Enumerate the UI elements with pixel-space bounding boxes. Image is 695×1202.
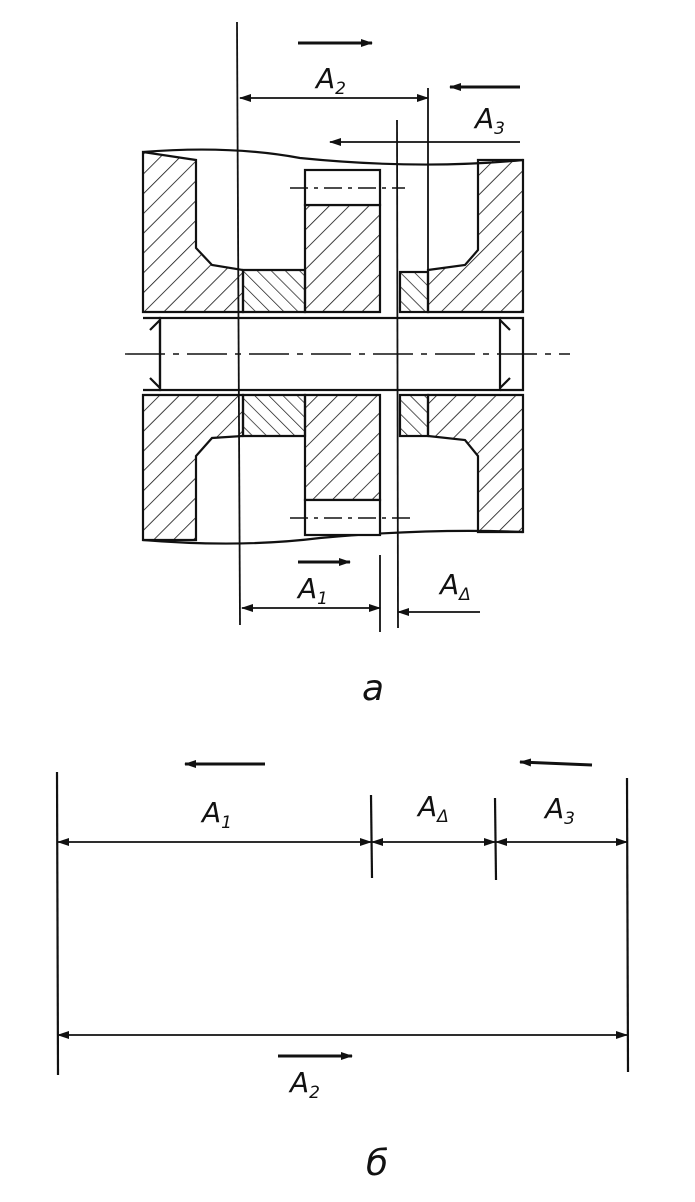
dimension-chain-scheme	[55, 771, 630, 1076]
label-Ad-a: AΔ	[438, 568, 471, 605]
label-A1-b: A1	[200, 796, 232, 833]
left-housing-wall-lower	[141, 393, 245, 542]
centerlines	[125, 187, 570, 519]
label-Ad-b: AΔ	[416, 790, 449, 827]
direction-arrows-b	[184, 758, 593, 1060]
label-A1-a: A1	[296, 572, 328, 609]
left-housing-wall	[141, 150, 245, 314]
extension-lines-a	[236, 21, 429, 632]
chain-boundary-left	[55, 771, 60, 1076]
right-housing-wall	[426, 158, 525, 314]
caption-b: б	[366, 1143, 388, 1184]
label-A3-a: A3	[473, 102, 505, 139]
housing-break-top	[142, 148, 524, 166]
hub-sleeve-upper	[241, 268, 307, 314]
chain-tick-A1-Ad	[369, 794, 374, 879]
chain-boundary-right	[625, 777, 630, 1073]
chain-tick-Ad-A3	[493, 797, 498, 881]
direction-arrow-A3-b	[519, 758, 593, 767]
label-A2-a: A2	[314, 62, 346, 99]
gear-web-upper	[303, 203, 382, 314]
hub-sleeve-lower	[241, 393, 307, 438]
extension-line-left	[236, 21, 241, 626]
caption-a: a	[362, 668, 384, 709]
spacer-washer-upper	[398, 270, 430, 314]
right-housing-wall-lower	[426, 393, 525, 534]
labels-b: A1 AΔ A3 A2 б	[200, 790, 575, 1184]
label-A3-b: A3	[543, 792, 575, 829]
dimension-lines-a	[239, 94, 520, 616]
dimension-lines-b	[57, 838, 628, 1039]
housing-break-bottom	[142, 529, 524, 545]
extension-line-washer-face	[396, 119, 399, 629]
assembly-section-drawing	[141, 148, 525, 545]
direction-arrows-a	[298, 39, 520, 566]
spacer-washer-lower	[398, 393, 430, 438]
labels-a: A2 A3 A1 AΔ a	[296, 62, 505, 709]
label-A2-b: A2	[288, 1066, 320, 1103]
gear-web-lower	[303, 393, 382, 502]
